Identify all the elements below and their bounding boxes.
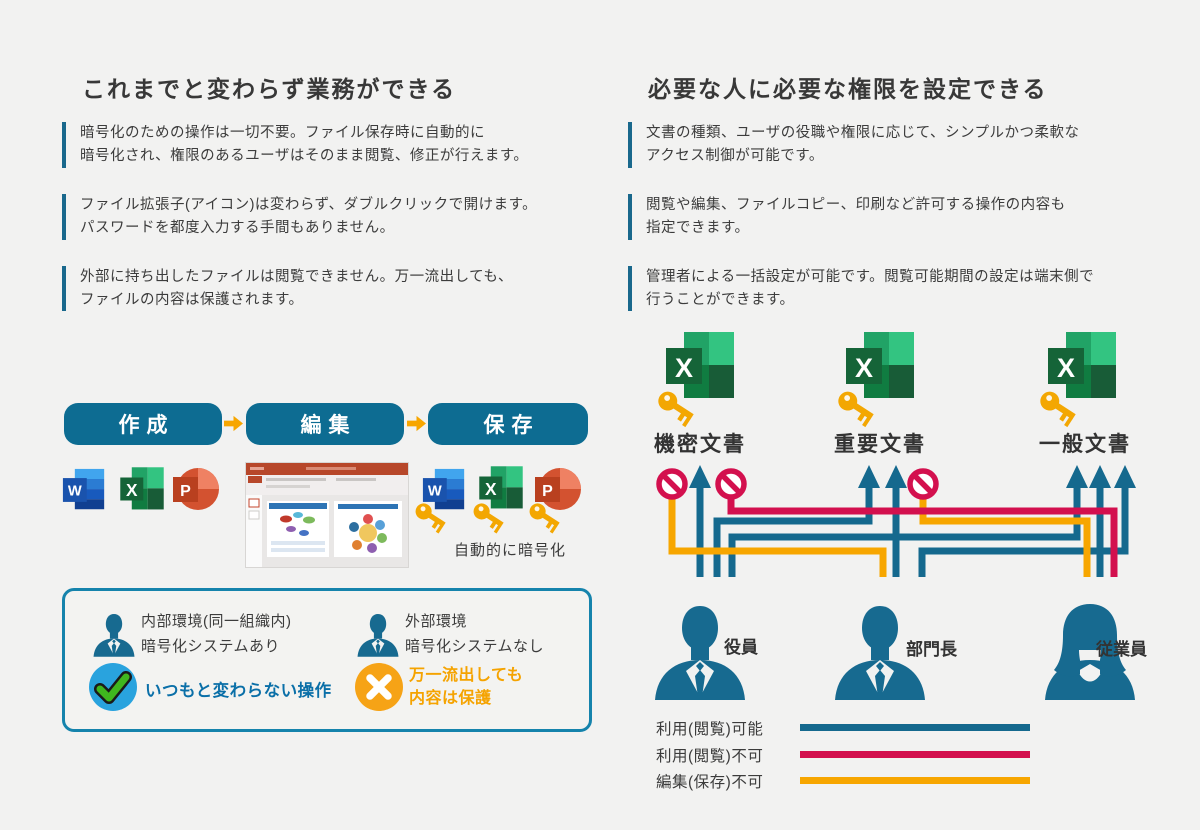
flow-step-edit: 編集: [246, 403, 404, 445]
check-icon: [89, 663, 137, 711]
right-bullet-1: 文書の種類、ユーザの役職や権限に応じて、シンプルかつ柔軟な アクセス制御が可能で…: [628, 122, 1188, 168]
flow-arrow-icon: [407, 414, 426, 433]
permission-wires-diagram: [656, 465, 1136, 577]
allowed-arrowheads: [689, 465, 1136, 488]
environment-legend-box: 内部環境(同一組織内) 暗号化システムあり 外部環境 暗号化システムなし いつも…: [62, 588, 592, 732]
no-view-wire: [727, 499, 1118, 577]
right-bullet-list: 文書の種類、ユーザの役職や権限に応じて、シンプルかつ柔軟な アクセス制御が可能で…: [628, 122, 1188, 337]
word-icon: [62, 468, 106, 512]
external-result-text: 万一流出しても 内容は保護: [409, 667, 524, 708]
powerpoint-icon: [172, 466, 220, 514]
key-icon: [656, 390, 704, 430]
flow-arrow-icon: [224, 414, 243, 433]
legend-line-view-ok: [800, 724, 1030, 731]
prohibition-icons: [656, 468, 939, 500]
doc-label-confidential: 機密文書: [654, 433, 746, 456]
left-bullet-3: 外部に持ち出したファイルは閲覧できません。万一流出しても、 ファイルの内容は保護…: [62, 265, 602, 312]
excel-icon: [119, 466, 165, 512]
role-label-executive: 役員: [724, 638, 758, 657]
doc-label-important: 重要文書: [834, 433, 926, 456]
left-bullet-2: ファイル拡張子(アイコン)は変わらず、ダブルクリックで開けます。 パスワードを都…: [62, 193, 602, 240]
external-user-icon: [353, 607, 403, 661]
right-bullet-2: 閲覧や編集、ファイルコピー、印刷など許可する操作の内容も 指定できます。: [628, 193, 1188, 240]
internal-user-icon: [89, 607, 139, 661]
key-icon: [414, 502, 454, 536]
internal-result-text: いつもと変わらない操作: [145, 682, 332, 700]
left-bullet-list: 暗号化のための操作は一切不要。ファイル保存時に自動的に 暗号化され、権限のあるユ…: [62, 122, 602, 337]
flow-step-save: 保存: [428, 403, 588, 445]
legend-line-view-no: [800, 751, 1030, 758]
key-icon: [472, 502, 512, 536]
flow-step-create: 作成: [64, 403, 222, 445]
legend-label-view-no: 利用(閲覧)不可: [656, 748, 764, 765]
legend-label-edit-no: 編集(保存)不可: [656, 774, 764, 791]
allowed-wires: [696, 486, 1129, 577]
key-icon: [1038, 390, 1086, 430]
role-label-employee: 従業員: [1096, 640, 1147, 659]
external-env-text: 外部環境 暗号化システムなし: [405, 613, 545, 655]
right-title: 必要な人に必要な権限を設定できる: [648, 76, 1048, 102]
left-bullet-1: 暗号化のための操作は一切不要。ファイル保存時に自動的に 暗号化され、権限のあるユ…: [62, 122, 602, 168]
right-bullet-3: 管理者による一括設定が可能です。閲覧可能期間の設定は端末側で 行うことができます…: [628, 265, 1188, 312]
key-icon: [528, 502, 568, 536]
legend-line-edit-no: [800, 777, 1030, 784]
legend-label-view-ok: 利用(閲覧)可能: [656, 721, 764, 738]
internal-env-text: 内部環境(同一組織内) 暗号化システムあり: [141, 613, 292, 655]
powerpoint-window-screenshot: [245, 462, 409, 568]
cross-icon: [355, 663, 403, 711]
role-label-manager: 部門長: [906, 640, 957, 659]
auto-encrypt-caption: 自動的に暗号化: [453, 542, 566, 559]
key-icon: [836, 390, 884, 430]
doc-label-general: 一般文書: [1039, 433, 1131, 456]
left-title: これまでと変わらず業務ができる: [82, 76, 457, 102]
